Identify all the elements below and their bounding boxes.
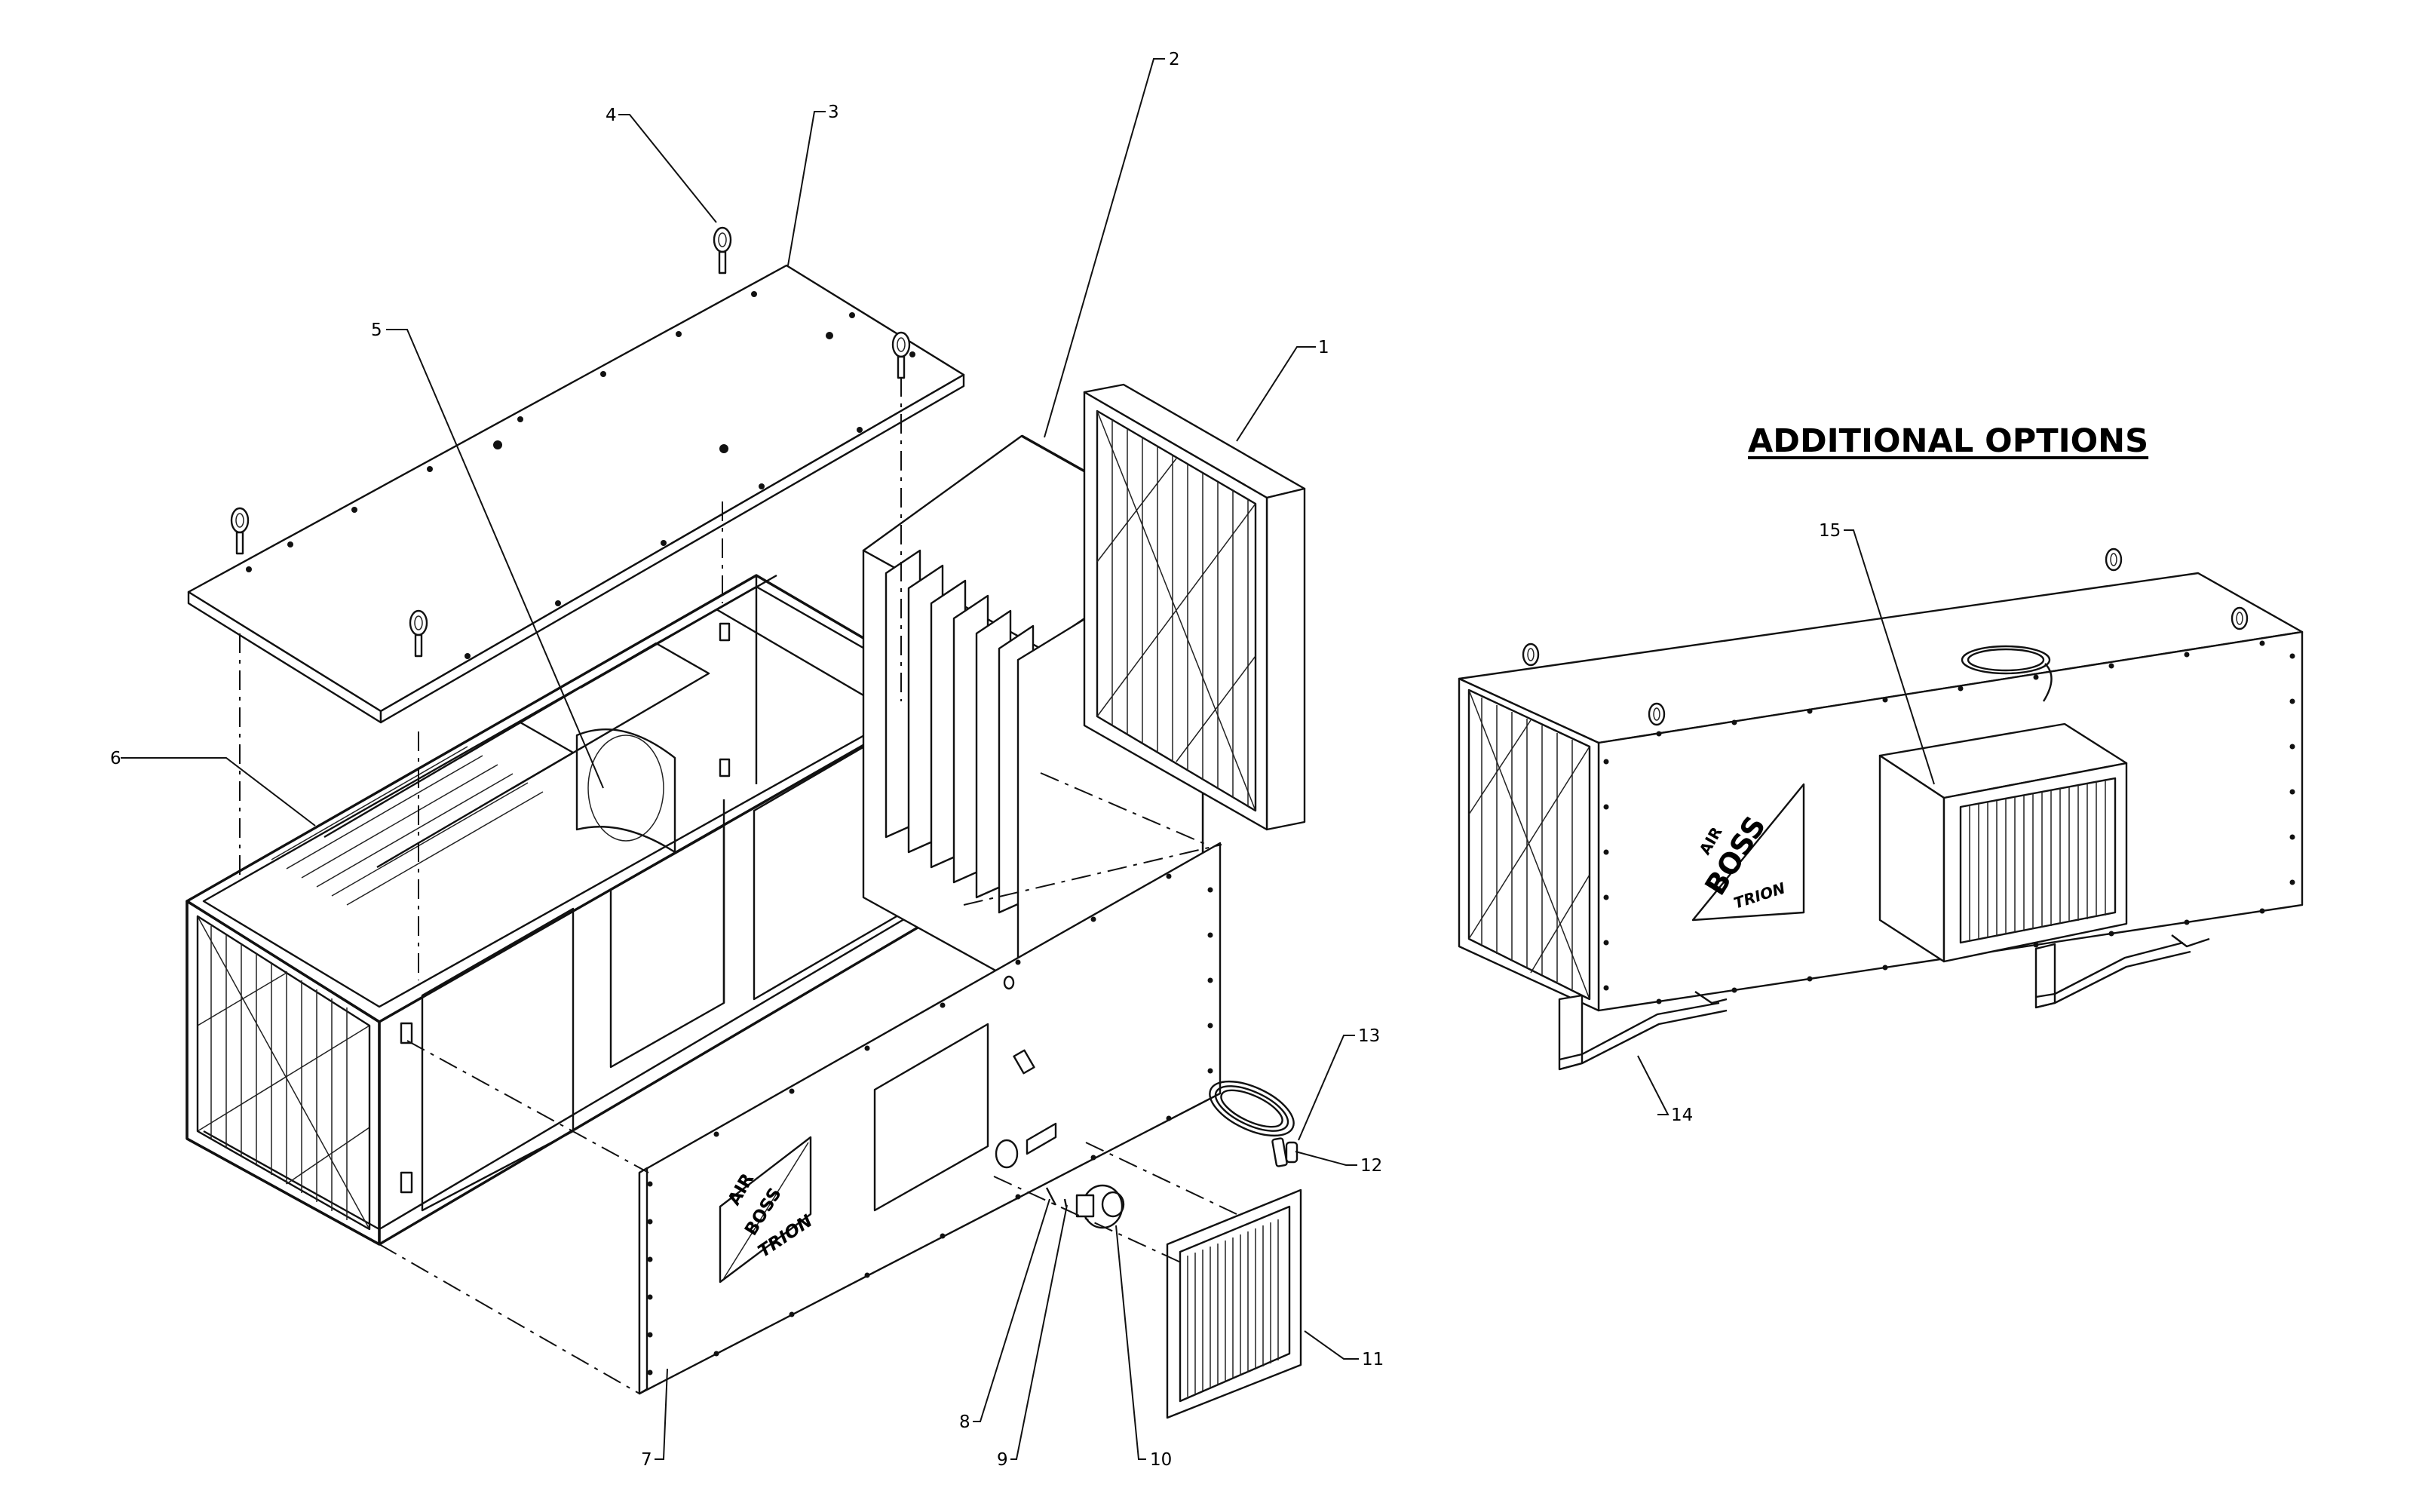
callout-6: 6	[110, 749, 121, 768]
callout-14: 14	[1671, 1106, 1693, 1125]
callout-4: 4	[606, 106, 617, 125]
side-access-panel	[638, 842, 1222, 1395]
callout-labels: 1 2 3 4 5 6 7 8 9 10 11 12 13 14 15	[110, 50, 1841, 1470]
discharge-grille	[1166, 1188, 1302, 1419]
callout-12: 12	[1360, 1156, 1382, 1176]
callout-10: 10	[1150, 1450, 1172, 1470]
callout-11: 11	[1362, 1350, 1384, 1369]
callout-leaders	[121, 58, 1935, 1460]
knob	[1075, 1184, 1125, 1229]
panel-filter	[1083, 383, 1306, 831]
wall-mount-brackets	[1558, 934, 2210, 1071]
callout-15: 15	[1819, 521, 1841, 541]
additional-options-heading: ADDITIONAL OPTIONS	[1748, 422, 2149, 460]
callout-7: 7	[641, 1450, 652, 1470]
eye-bolts	[230, 226, 911, 658]
callout-1: 1	[1318, 338, 1329, 357]
top-cover-panel	[187, 264, 965, 724]
heater-module	[1878, 722, 2128, 963]
assembly-centerlines	[239, 377, 1237, 1394]
callout-3: 3	[828, 103, 839, 122]
pins	[1045, 1187, 1068, 1207]
callout-8: 8	[959, 1412, 970, 1432]
callout-5: 5	[371, 320, 382, 340]
callout-9: 9	[997, 1450, 1008, 1470]
callout-13: 13	[1358, 1026, 1380, 1046]
callout-2: 2	[1169, 50, 1180, 69]
power-cord	[1209, 1080, 1295, 1167]
